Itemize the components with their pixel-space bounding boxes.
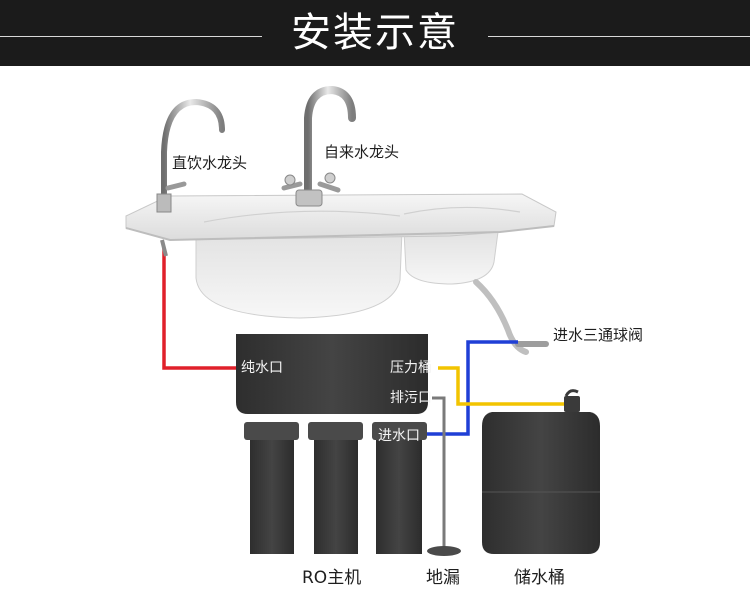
floor-drain-icon — [427, 546, 461, 556]
label-floor-drain: 地漏 — [426, 568, 460, 588]
filter-cartridges — [244, 422, 427, 554]
sink-drain-pipe — [473, 279, 529, 355]
ro-unit-head — [236, 334, 428, 414]
storage-tank-icon — [482, 389, 600, 554]
tap-faucet-icon — [281, 85, 356, 207]
drain-pipe — [432, 396, 446, 548]
tank-pipe — [438, 366, 572, 406]
label-ro-unit: RO主机 — [302, 568, 362, 588]
label-pressure-tank-port: 压力桶 — [390, 360, 432, 376]
label-storage-tank: 储水桶 — [514, 568, 565, 588]
label-inlet-valve: 进水三通球阀 — [553, 326, 644, 344]
label-tap-faucet: 自来水龙头 — [324, 143, 400, 161]
page-title: 安装示意 — [291, 10, 459, 56]
label-drain-port: 排污口 — [390, 390, 432, 406]
label-inlet-port: 进水口 — [378, 428, 420, 444]
banner-rule-left — [0, 36, 262, 37]
sink-basin-right — [403, 231, 499, 285]
pure-water-pipe-fitting — [160, 239, 168, 257]
direct-faucet-icon — [156, 98, 225, 213]
header-banner: 安装示意 — [0, 0, 750, 66]
banner-rule-right — [488, 36, 750, 37]
label-pure-water-port: 纯水口 — [241, 360, 283, 376]
label-direct-faucet: 直饮水龙头 — [172, 154, 248, 172]
sink-basin-left — [195, 231, 403, 319]
sink — [125, 193, 557, 319]
inlet-pipe — [424, 340, 518, 436]
pure-water-pipe — [162, 248, 236, 370]
